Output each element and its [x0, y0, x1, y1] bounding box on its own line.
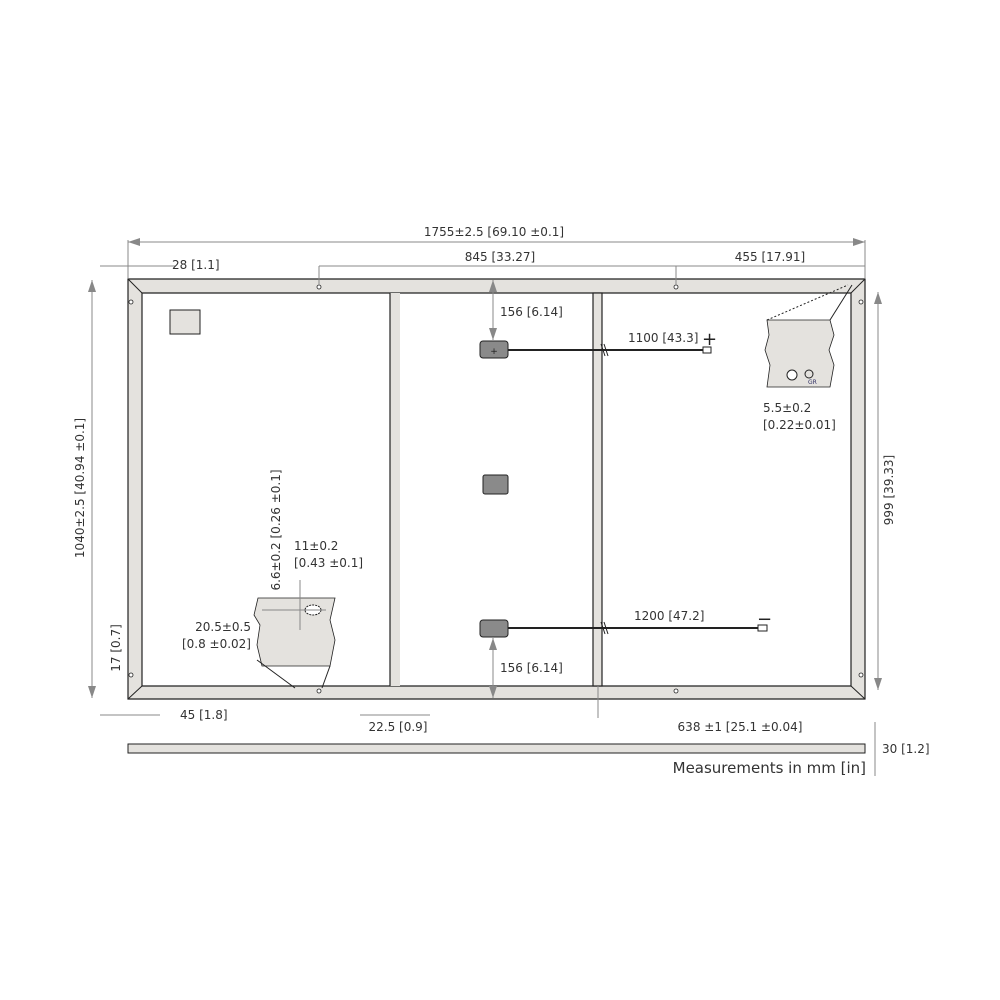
- dim-mount-height: 999 [39.33]: [882, 455, 896, 525]
- dim-cable-positive: 1100 [43.3]: [628, 331, 698, 345]
- dim-slot-offset-mm: 20.5±0.5: [195, 620, 251, 634]
- dim-overall-length: 1755±2.5 [69.10 ±0.1]: [424, 225, 564, 239]
- negative-sign: −: [757, 609, 772, 630]
- connector-positive: [702, 346, 712, 354]
- junction-box-center: [482, 474, 509, 495]
- dim-corner-offset: 28 [1.1]: [172, 258, 220, 272]
- dim-bar-width: 22.5 [0.9]: [369, 720, 428, 734]
- support-bar-left: [390, 293, 400, 686]
- dim-cable-negative: 1200 [47.2]: [634, 609, 704, 623]
- dim-ground-hole-mm: 5.5±0.2: [763, 401, 811, 415]
- panel-frame: [127, 278, 866, 700]
- frame-side-profile: [127, 743, 866, 754]
- junction-box-negative: [479, 619, 509, 638]
- ground-hole-detail: GR: [764, 284, 853, 388]
- units-note: Measurements in mm [in]: [673, 759, 866, 777]
- positive-sign: +: [702, 329, 717, 350]
- dimension-lines: [88, 238, 882, 776]
- dim-slot-height: 6.6±0.2 [0.26 ±0.1]: [269, 469, 283, 590]
- dim-box-top: 156 [6.14]: [500, 305, 563, 319]
- dim-frame-depth: 30 [1.2]: [882, 742, 930, 756]
- slot-detail: [253, 580, 336, 689]
- dim-bar-offset: 638 ±1 [25.1 ±0.04]: [678, 720, 803, 734]
- dim-mount-edge: 455 [17.91]: [735, 250, 805, 264]
- ground-label: GR: [808, 379, 817, 386]
- dim-ground-hole-in: [0.22±0.01]: [763, 418, 836, 432]
- label-plate: [169, 309, 201, 335]
- dim-slot-width-in: [0.43 ±0.1]: [294, 556, 363, 570]
- dim-mount-spacing: 845 [33.27]: [465, 250, 535, 264]
- dim-corner-17: 17 [0.7]: [109, 624, 123, 672]
- dim-slot-width-mm: 11±0.2: [294, 539, 338, 553]
- positive-mark: +: [490, 347, 498, 357]
- connector-negative: [757, 624, 768, 632]
- dim-slot-offset-in: [0.8 ±0.02]: [182, 637, 251, 651]
- dim-corner-45: 45 [1.8]: [180, 708, 228, 722]
- dim-overall-width: 1040±2.5 [40.94 ±0.1]: [73, 418, 87, 558]
- dim-box-bottom: 156 [6.14]: [500, 661, 563, 675]
